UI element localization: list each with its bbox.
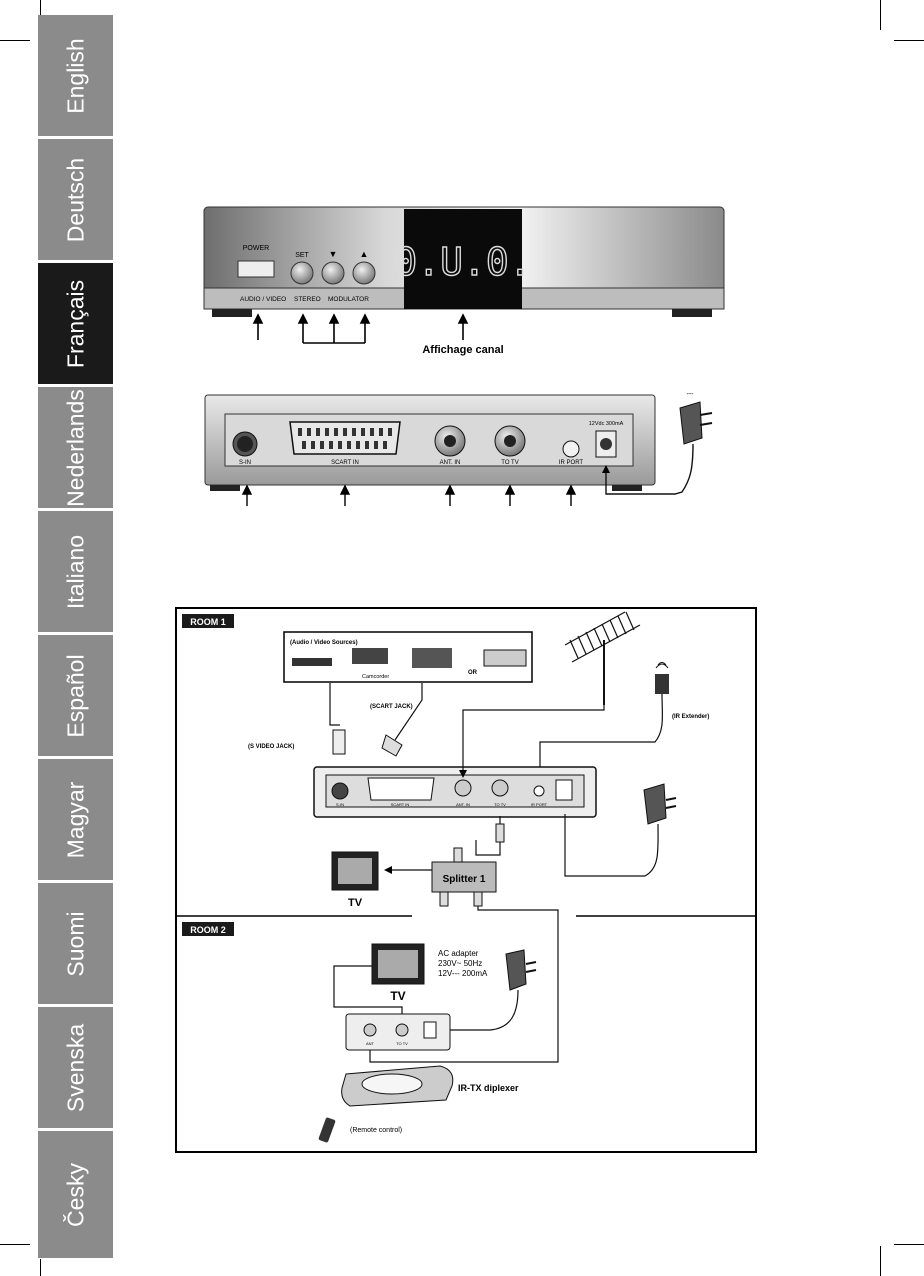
tab-magyar[interactable]: Magyar xyxy=(38,759,113,881)
back-panel: S-IN SCART IN ANT. IN TO TV IR PORT 12Vd… xyxy=(204,391,713,506)
up-button xyxy=(352,261,376,285)
tab-suomi[interactable]: Suomi xyxy=(38,883,113,1005)
scart-port xyxy=(289,421,401,455)
splitter-box xyxy=(431,861,497,893)
power-button xyxy=(237,260,275,278)
audio-video-label: AUDIO / VIDEO xyxy=(240,296,286,303)
console-icon xyxy=(483,649,527,667)
camcorder-label: Camcorder xyxy=(362,674,389,680)
back-arrows xyxy=(241,484,577,506)
power-label: POWER xyxy=(243,245,269,252)
ir-extender-label: (IR Extender) xyxy=(672,714,709,720)
unit-scart-label: SCART IN xyxy=(391,802,410,807)
ir-tx-label: IR-TX diplexer xyxy=(458,1083,519,1093)
unit-to-tv-label: TO TV xyxy=(494,802,506,807)
tv-room1-label: TV xyxy=(348,897,363,909)
stereo-label: STEREO xyxy=(294,296,321,303)
down-button xyxy=(321,261,345,285)
ir-port xyxy=(562,440,580,458)
tab-nederlands[interactable]: Nederlands xyxy=(38,387,113,509)
tab-espanol[interactable]: Español xyxy=(38,635,113,757)
power-rating-label: 12Vdc 300mA xyxy=(589,421,624,427)
s-video-plug-icon xyxy=(332,729,346,755)
unit-ant-label: ANT. IN xyxy=(456,802,470,807)
tab-cesky[interactable]: Česky xyxy=(38,1131,113,1259)
power-cable xyxy=(605,443,694,495)
front-arrows xyxy=(252,313,469,344)
crop-mark xyxy=(880,0,881,30)
ac-adapter-label-1: AC adapter xyxy=(438,949,479,958)
dvd-player-icon xyxy=(292,658,332,666)
tv-room2-label: TV xyxy=(390,989,405,1003)
scart-in-label: SCART IN xyxy=(331,460,359,466)
room2-ant-label: ANT xyxy=(366,1041,375,1046)
remote-label: (Remote control) xyxy=(350,1127,402,1134)
power-adapter xyxy=(679,401,703,445)
camcorder-icon xyxy=(352,648,388,664)
scart-plug-icon xyxy=(381,734,403,757)
unit-s-in-label: S-IN xyxy=(336,802,344,807)
ir-port-label: IR PORT xyxy=(559,460,584,466)
modulator-label: MODULATOR xyxy=(328,296,369,303)
channel-display-caption: Affichage canal xyxy=(422,344,503,356)
channel-display xyxy=(404,209,522,309)
language-tabs: English Deutsch Français Nederlands Ital… xyxy=(38,15,113,1259)
antenna-icon xyxy=(564,611,641,705)
crop-mark xyxy=(40,1246,41,1276)
s-in-label: S-IN xyxy=(239,460,251,466)
crop-mark xyxy=(0,40,30,41)
adapter-symbol: --- xyxy=(687,391,695,398)
up-label: ▲ xyxy=(360,249,369,259)
ir-extender-icon xyxy=(655,674,669,694)
tab-svenska[interactable]: Svenska xyxy=(38,1007,113,1129)
room1-label: ROOM 1 xyxy=(190,617,226,627)
or-label: OR xyxy=(468,670,478,676)
crop-mark xyxy=(894,1244,924,1245)
splitter-label: Splitter 1 xyxy=(443,874,486,885)
adapter-room2-icon xyxy=(505,949,527,991)
connection-diagram: ROOM 1 ROOM 2 (Audio / Video Sources) Ca… xyxy=(175,607,757,1153)
down-label: ▼ xyxy=(329,249,338,259)
tab-francais[interactable]: Français xyxy=(38,263,113,385)
adapter-room1-icon xyxy=(643,783,667,825)
ac-adapter-label-2: 230V~ 50Hz xyxy=(438,959,482,968)
crop-mark xyxy=(0,1244,30,1245)
room2-label: ROOM 2 xyxy=(190,925,226,935)
crop-mark xyxy=(894,40,924,41)
unit-ir-label: IR PORT xyxy=(531,802,548,807)
remote-control-icon xyxy=(318,1117,336,1143)
scart-jack-label: (SCART JACK) xyxy=(370,704,413,710)
ant-in-label: ANT. IN xyxy=(440,460,461,466)
display-digits: 0.U.0. xyxy=(394,240,531,284)
set-button xyxy=(290,261,314,285)
s-video-jack-label: (S VIDEO JACK) xyxy=(248,744,294,750)
tab-english[interactable]: English xyxy=(38,15,113,137)
tab-italiano[interactable]: Italiano xyxy=(38,511,113,633)
crop-mark xyxy=(880,1246,881,1276)
tab-deutsch[interactable]: Deutsch xyxy=(38,139,113,261)
ac-adapter-label-3: 12V--- 200mA xyxy=(438,969,488,978)
set-label: SET xyxy=(295,252,309,259)
to-tv-label: TO TV xyxy=(501,460,518,466)
room2-to-tv-label: TO TV xyxy=(396,1041,408,1046)
front-panel: POWER SET ▼ ▲ AUDIO / VIDEO STEREO MODUL… xyxy=(203,206,725,356)
av-sources-label: (Audio / Video Sources) xyxy=(290,640,358,646)
camera-icon xyxy=(412,648,452,668)
